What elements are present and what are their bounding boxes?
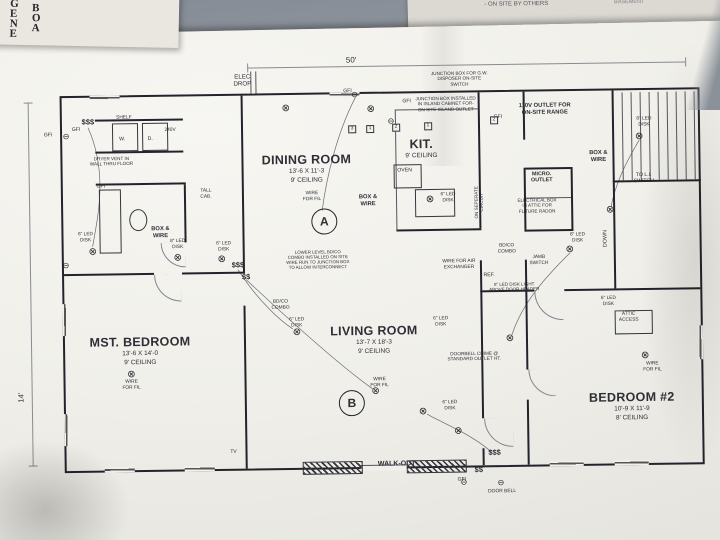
plan-label: $$ (241, 272, 251, 282)
plan-label: $$$ (488, 447, 501, 457)
plan-label: 6" LED DISK (77, 232, 94, 243)
edge-shadow (640, 40, 720, 470)
plan-label: 3 (348, 125, 356, 133)
plan-label: MICRO. OUTLET (530, 171, 553, 184)
plan-label: 240V (164, 127, 176, 133)
plan-label: GFI (71, 126, 81, 134)
plan-label: DOOR BELL (488, 489, 517, 495)
plan-label: REF. (483, 272, 495, 279)
plan-label: $$$ (231, 260, 245, 270)
plan-label: 2 (392, 123, 400, 132)
plan-label: ON SEPERATE CIRCUIT (473, 186, 485, 219)
plan-label: BD/CO COMBO (271, 299, 290, 311)
plan-label: WIRE FOR FIL (302, 191, 322, 202)
plan-label: 2 (490, 116, 498, 124)
plan-label: DOWN (602, 229, 609, 248)
plan-label: 6" LED DISK (433, 316, 449, 327)
plan-label: TALL CAB. (200, 188, 212, 200)
plan-label: GFI (96, 183, 106, 190)
plan-label: 50' (345, 55, 357, 65)
plan-label: LOWER LEVEL BD/CO COMBO INSTALLED ON SIT… (286, 249, 350, 271)
paper-crease (420, 26, 466, 166)
plan-label: GFI (343, 88, 352, 95)
plan-label: WALK-OUT (377, 460, 416, 468)
plan-label: DRYER VENT IN WALL THRU FLOOR (89, 155, 134, 167)
plan-label: $$ (474, 464, 484, 475)
plan-label: ELECTRICAL BOX IN ATTIC FOR FUTURE RADON (517, 197, 557, 214)
plan-label: D. (147, 135, 153, 142)
plan-label: 6" LED DISK (600, 295, 616, 307)
plan-label: WIRE FOR FIL (370, 377, 389, 388)
plan-label: 6" LED DISK (440, 192, 456, 203)
background-edge (686, 0, 720, 110)
plan-label: 6" LED DISK (442, 400, 458, 411)
plan-label: BOX & WIRE (358, 194, 378, 207)
plan-label: JUNCTION BOX FOR G.W. DISPOSER ON-SITE S… (430, 70, 488, 87)
plan-label: DOORBELL CHIME @ STANDARD OUTLET HT. (447, 350, 502, 362)
plan-label: BOX & WIRE (589, 149, 608, 163)
plan-label: ELEC DROP (233, 73, 252, 88)
plan-label: 8" LED DISK LIGHT ABOVE DOOR HEADER (489, 281, 540, 293)
plan-label: $$$ (81, 117, 95, 127)
corner-shadow (0, 440, 130, 540)
plan-label: 6" LED DISK (216, 241, 232, 252)
plan-label: GFI (43, 132, 53, 139)
plan-label: 14' (16, 392, 26, 403)
plan-label: WIRE FOR FIL (122, 379, 141, 391)
plan-label: 6" LED DISK (289, 317, 305, 328)
plan-label: WIRE FOR AIR EXCHANGER (442, 258, 476, 270)
plan-label: ATTIC ACCESS (618, 311, 639, 323)
plan-label: - ON SITE BY OTHERS (484, 0, 549, 8)
plan-label: BD/CO COMBO (497, 243, 516, 255)
plan-label: 1 (424, 122, 432, 130)
plan-label: 8" LED DISK (170, 238, 186, 250)
plan-label: 8" LED DISK (569, 232, 586, 244)
plan-label: 1 (366, 125, 374, 133)
plan-label: GFI (402, 98, 412, 105)
plan-label: TV (230, 448, 237, 455)
plan-label: JUNCTION BOX INSTALLED IN ISLAND CABINET… (415, 95, 476, 112)
plan-label: BOX & WIRE (151, 225, 170, 239)
plan-label: JAMB SWITCH (529, 254, 549, 266)
plan-label: SHELF (116, 115, 132, 121)
plan-label: GFI (457, 476, 467, 483)
plan-label: BASEMENT (614, 0, 645, 6)
plan-label: 110V OUTLET FOR ON-SITE RANGE (518, 102, 571, 116)
plan-label: OVEN (397, 167, 413, 174)
plan-label: W. (119, 136, 126, 143)
